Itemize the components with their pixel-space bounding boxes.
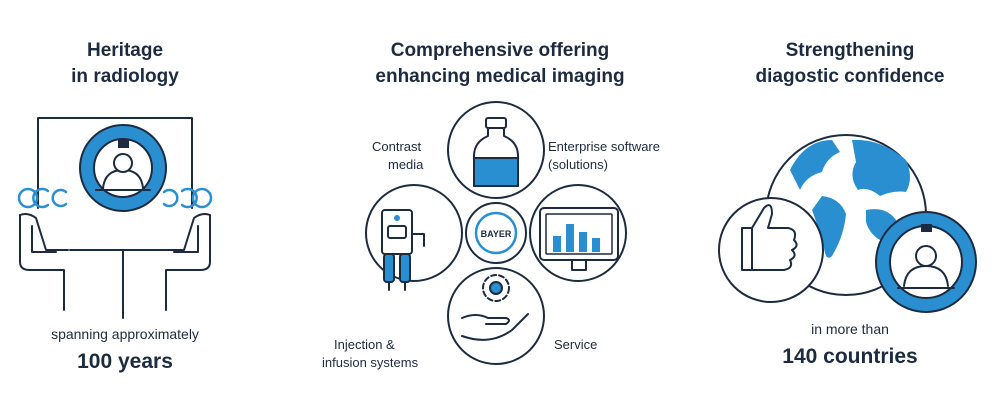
center-hub xyxy=(465,202,527,264)
label-enterprise-line-2: (solutions) xyxy=(548,157,608,172)
heritage-title-line-1: Heritage xyxy=(86,40,164,61)
service-node xyxy=(447,267,545,365)
offering-title-line-2: enhancing medical imaging xyxy=(375,66,625,87)
heritage-title-line-2: in radiology xyxy=(71,66,179,87)
table-icon xyxy=(69,249,177,319)
confidence-title-line-2: diagostic confidence xyxy=(755,66,945,87)
monitor-node xyxy=(529,184,627,282)
bottle-node xyxy=(447,101,545,199)
thumbs-up-node xyxy=(718,197,824,303)
bottle-icon xyxy=(473,117,519,187)
confidence-title-line-1: Strengthening xyxy=(785,40,915,61)
gear-hand-icon xyxy=(461,274,529,341)
offering-title: Comprehensive offering enhancing medical… xyxy=(345,38,655,90)
screen-frame-icon xyxy=(37,117,193,209)
label-injection-line-2: infusion systems xyxy=(322,355,419,370)
heritage-caption: spanning approximately xyxy=(51,326,199,342)
injector-icon xyxy=(381,209,425,291)
label-contrast-media-line-1: Contrast xyxy=(372,139,422,154)
confidence-title: Strengthening diagostic confidence xyxy=(725,38,975,90)
scanner-icon xyxy=(79,124,167,212)
thumbs-up-icon xyxy=(741,204,798,271)
scanner-patient-node xyxy=(875,211,977,313)
heritage-highlight: 100 years xyxy=(77,350,173,373)
scanner-patient-icon xyxy=(897,224,955,289)
confidence-highlight: 140 countries xyxy=(782,345,918,368)
person-left-icon xyxy=(17,187,69,311)
label-contrast-media: Contrast media xyxy=(372,138,432,174)
label-injection-line-1: Injection & xyxy=(334,337,395,352)
injector-node xyxy=(365,184,463,291)
heritage-title: Heritage in radiology xyxy=(20,38,230,90)
confidence-caption: in more than xyxy=(811,321,889,337)
label-contrast-media-line-2: media xyxy=(388,157,424,172)
bayer-logo-text: BAYER xyxy=(481,229,512,239)
label-enterprise-software: Enterprise software (solutions) xyxy=(548,138,688,174)
offering-title-line-1: Comprehensive offering xyxy=(390,40,610,61)
label-enterprise-line-1: Enterprise software xyxy=(548,139,660,154)
label-injection-systems: Injection & infusion systems xyxy=(322,336,442,372)
person-right-icon xyxy=(161,187,213,311)
monitor-chart-icon xyxy=(539,207,619,271)
bayer-logo: BAYER xyxy=(474,211,518,255)
label-service: Service xyxy=(554,337,598,352)
